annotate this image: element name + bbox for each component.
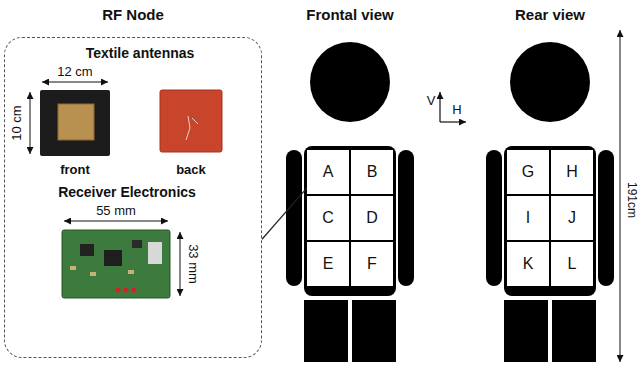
axis-arrow — [439, 92, 440, 122]
zone-letter: A — [323, 163, 334, 181]
zone-letter: G — [522, 163, 534, 181]
arm — [286, 150, 302, 286]
feed-wire — [186, 116, 190, 140]
axis-label: V — [427, 94, 436, 108]
chip — [132, 240, 142, 248]
leg — [552, 300, 596, 362]
zone-letter: D — [366, 209, 378, 227]
body-zone-cell: I — [507, 196, 549, 240]
torso — [304, 146, 396, 296]
leg — [304, 300, 348, 362]
height-label: 191cm — [624, 182, 637, 218]
zone-letter: J — [568, 209, 576, 227]
pcb-photo — [62, 230, 170, 298]
body-zone-cell: J — [551, 196, 593, 240]
leader-line — [262, 188, 307, 239]
dimension-arrow — [64, 221, 168, 222]
body-zone-cell: B — [351, 150, 393, 194]
torso — [504, 146, 596, 296]
arm — [398, 150, 414, 286]
zone-letter: C — [322, 209, 334, 227]
body-zone-cell: G — [507, 150, 549, 194]
body-silhouette — [286, 42, 414, 362]
zone-letter: E — [323, 255, 334, 273]
dimension-label: 33 mm — [186, 244, 200, 284]
led — [132, 288, 137, 293]
dimension-label: 12 cm — [57, 65, 92, 79]
zone-letter: I — [526, 209, 530, 227]
dimension-arrow — [42, 82, 108, 83]
arm — [598, 150, 614, 286]
antenna-back-photo — [160, 90, 222, 152]
body-zone-cell: H — [551, 150, 593, 194]
view-title: Rear view — [515, 7, 585, 24]
led — [124, 288, 129, 293]
body-zone-cell: D — [351, 196, 393, 240]
smd-part — [70, 266, 76, 270]
copper-patch — [58, 104, 94, 140]
body-zone-cell: C — [307, 196, 349, 240]
smd-part — [90, 272, 96, 276]
axis-label: H — [452, 103, 461, 117]
head — [510, 42, 590, 122]
dimension-arrow — [30, 92, 31, 154]
body-zone-cell: A — [307, 150, 349, 194]
head — [310, 42, 390, 122]
led — [116, 288, 121, 293]
leg — [352, 300, 396, 362]
view-title: Frontal view — [306, 7, 394, 24]
antenna-front-photo — [40, 90, 110, 156]
dimension-arrow — [180, 232, 181, 296]
zone-letter: F — [367, 255, 377, 273]
height-arrow — [620, 30, 621, 362]
body-zone-cell: F — [351, 242, 393, 286]
smd-part — [128, 270, 134, 274]
arm — [486, 150, 502, 286]
zone-letter: L — [568, 255, 577, 273]
body-zone-cell: K — [507, 242, 549, 286]
section-heading: Textile antennas — [86, 46, 195, 61]
chip — [104, 250, 122, 266]
antenna-side-label: front — [60, 163, 90, 177]
antenna-side-label: back — [176, 163, 206, 177]
zone-letter: B — [367, 163, 378, 181]
connector — [148, 242, 162, 264]
chip — [80, 244, 94, 256]
zone-letter: K — [523, 255, 534, 273]
node-heading: RF Node — [5, 7, 261, 24]
dimension-label: 10 cm — [10, 105, 24, 140]
feed-wire — [192, 118, 198, 124]
section-heading: Receiver Electronics — [58, 185, 196, 200]
body-zone-cell: E — [307, 242, 349, 286]
axis-arrow — [440, 121, 466, 122]
dimension-label: 55 mm — [96, 204, 136, 218]
body-zone-cell: L — [551, 242, 593, 286]
body-silhouette — [486, 42, 614, 362]
zone-letter: H — [566, 163, 578, 181]
leg — [504, 300, 548, 362]
